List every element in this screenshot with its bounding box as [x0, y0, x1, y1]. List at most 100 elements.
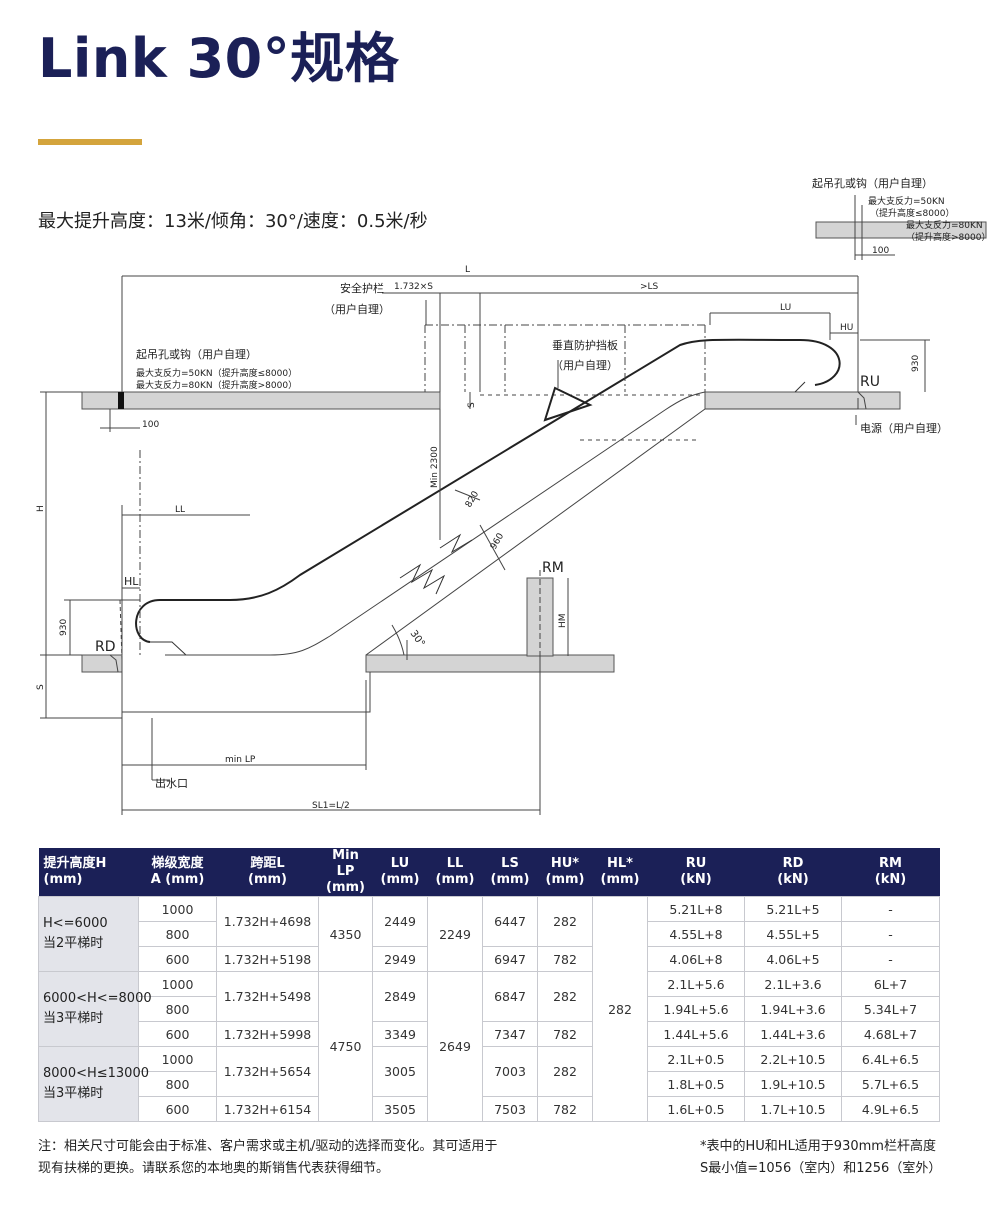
drain-label: 出水口 — [155, 776, 188, 790]
cell-ls: 7347 — [482, 1021, 538, 1047]
footnote-right-line1: *表中的HU和HL适用于930mm栏杆高度 — [700, 1139, 936, 1154]
cell-lu: 3349 — [372, 1021, 428, 1047]
dim-angle: 30° — [408, 628, 427, 649]
upper-right-slab — [704, 391, 901, 410]
cell-a: 800 — [138, 1071, 217, 1097]
escalator-drawing: 起吊孔或钩（用户自理） 最大支反力=50KN （提升高度≤8000） 最大支反力… — [36, 176, 990, 815]
cell-lu: 2849 — [372, 971, 428, 1022]
cell-rm: 4.9L+6.5 — [841, 1096, 940, 1122]
cell-hu: 282 — [537, 1046, 593, 1097]
cell-rd: 1.9L+10.5 — [744, 1071, 842, 1097]
cell-hu: 782 — [537, 1096, 593, 1122]
dim-min2300: Min 2300 — [430, 446, 440, 488]
cell-rm: 5.7L+6.5 — [841, 1071, 940, 1097]
dim-930-lower: 930 — [59, 619, 69, 636]
cell-rm: 6.4L+6.5 — [841, 1046, 940, 1072]
hook-left-title: 起吊孔或钩（用户自理） — [136, 347, 257, 361]
col-header-minlp: Min LP(mm) — [318, 848, 373, 897]
lower-floor-right — [365, 654, 615, 673]
cell-rm: - — [841, 946, 940, 972]
cell-ru: 1.44L+5.6 — [647, 1021, 745, 1047]
table-row: 800 4.55L+8 4.55L+5 - — [39, 921, 940, 947]
hook-top-line3: 最大支反力=80KN — [906, 219, 983, 231]
table-row: 800 1.94L+5.6 1.94L+3.6 5.34L+7 — [39, 996, 940, 1022]
cell-ru: 1.6L+0.5 — [647, 1096, 745, 1122]
cell-hu: 782 — [537, 946, 593, 972]
hook-left-dim: 100 — [142, 420, 159, 430]
cell-rd: 2.1L+3.6 — [744, 971, 842, 997]
lower-floor-left — [81, 654, 123, 673]
cell-rd: 1.44L+3.6 — [744, 1021, 842, 1047]
cell-hu: 282 — [537, 896, 593, 947]
dim-RD: RD — [95, 639, 116, 655]
col-header-ru: RU(kN) — [647, 848, 745, 897]
col-header-hu: HU*(mm) — [537, 848, 593, 897]
footnote-right-line2: S最小值=1056（室内）和1256（室外） — [700, 1161, 942, 1176]
cell-ru: 1.8L+0.5 — [647, 1071, 745, 1097]
cell-ls: 6947 — [482, 946, 538, 972]
title-accent-bar — [38, 139, 142, 145]
dim-S-upper: S — [467, 402, 477, 408]
cell-hl: 282 — [592, 896, 648, 1122]
cell-rd: 4.06L+5 — [744, 946, 842, 972]
col-header-hl: HL*(mm) — [592, 848, 648, 897]
cell-ls: 6447 — [482, 896, 538, 947]
dim-RM: RM — [542, 560, 564, 576]
handrail — [135, 338, 841, 643]
hook-top-line2: （提升高度≤8000） — [870, 207, 954, 219]
cell-ll: 2249 — [427, 896, 483, 972]
table-row: 600 1.732H+5198 2949 6947 782 4.06L+8 4.… — [39, 946, 940, 972]
footnote-right: *表中的HU和HL适用于930mm栏杆高度 S最小值=1056（室内）和1256… — [700, 1136, 960, 1180]
cell-a: 1000 — [138, 896, 217, 922]
col-header-h: 提升高度H(mm) — [38, 848, 139, 897]
cell-rd: 2.2L+10.5 — [744, 1046, 842, 1072]
hook-top-title: 起吊孔或钩（用户自理） — [812, 176, 933, 190]
dim-HU: HU — [840, 323, 853, 333]
hook-top-dim: 100 — [872, 246, 889, 256]
cell-l: 1.732H+6154 — [216, 1096, 319, 1122]
guard-plate-sub: （用户自理） — [552, 358, 618, 372]
guard-plate-title: 垂直防护挡板 — [552, 338, 618, 352]
dim-SL1: SL1=L/2 — [312, 801, 350, 811]
cell-ru: 2.1L+0.5 — [647, 1046, 745, 1072]
col-header-ls: LS(mm) — [482, 848, 538, 897]
spec-summary: 最大提升高度：13米/倾角：30°/速度：0.5米/秒 — [38, 211, 428, 232]
cell-l: 1.732H+5498 — [216, 971, 319, 1022]
cell-rd: 1.7L+10.5 — [744, 1096, 842, 1122]
cell-a: 800 — [138, 996, 217, 1022]
dim-960: 960 — [489, 531, 506, 551]
cell-l: 1.732H+5998 — [216, 1021, 319, 1047]
cell-rd: 1.94L+3.6 — [744, 996, 842, 1022]
cell-rm: 4.68L+7 — [841, 1021, 940, 1047]
cell-ls: 6847 — [482, 971, 538, 1022]
hook-left-line1: 最大支反力=50KN（提升高度≤8000） — [136, 367, 297, 379]
truss-outline — [121, 398, 859, 713]
cell-l: 1.732H+4698 — [216, 896, 319, 947]
dim-H: H — [36, 505, 46, 512]
dim-RU: RU — [860, 374, 880, 390]
cell-lu: 3505 — [372, 1096, 428, 1122]
footnote-left-line2: 现有扶梯的更换。请联系您的本地奥的斯销售代表获得细节。 — [38, 1161, 390, 1176]
col-header-l: 跨距L(mm) — [216, 848, 319, 897]
cell-ls: 7503 — [482, 1096, 538, 1122]
cell-ls: 7003 — [482, 1046, 538, 1097]
cell-rm: - — [841, 896, 940, 922]
cell-rm: 6L+7 — [841, 971, 940, 997]
dim-gt-LS: >LS — [640, 282, 659, 292]
dim-1732S: 1.732×S — [394, 282, 433, 292]
dim-HL: HL — [124, 575, 139, 588]
dim-930-upper: 930 — [911, 355, 921, 372]
dim-LU: LU — [780, 303, 791, 313]
dim-S-lower: S — [36, 684, 46, 690]
cell-hu: 282 — [537, 971, 593, 1022]
upper-floor-slab — [81, 391, 441, 410]
